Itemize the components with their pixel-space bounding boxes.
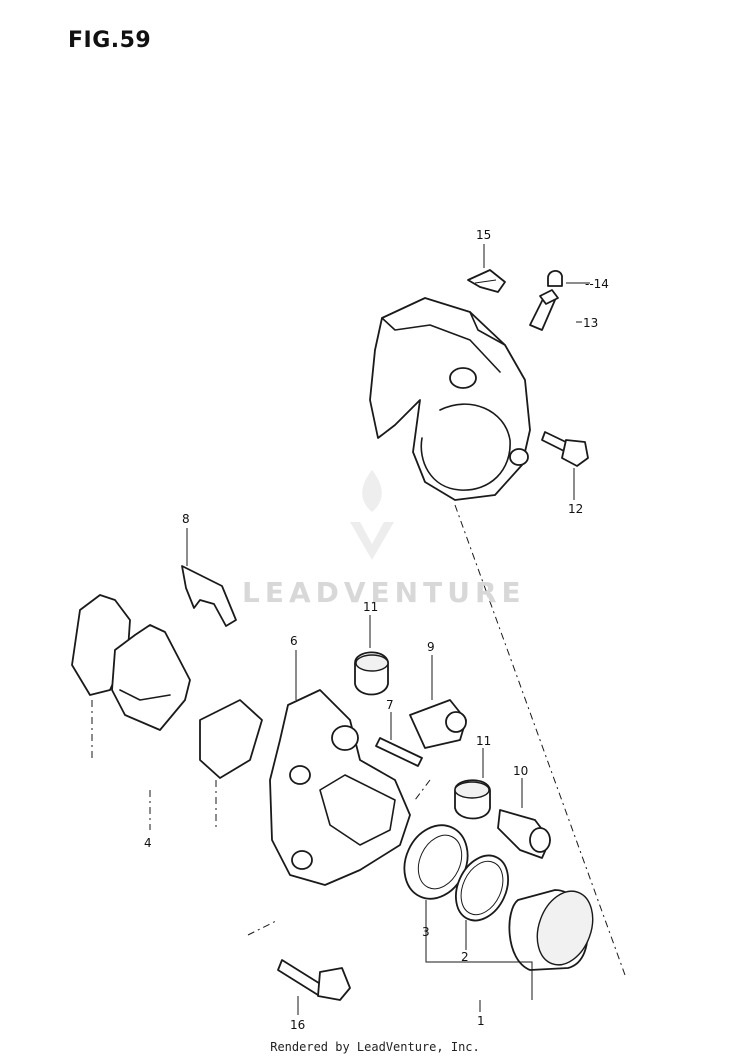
pad-shim <box>199 699 263 779</box>
callout-8: 8 <box>182 512 190 526</box>
footer-credit: Rendered by LeadVenture, Inc. <box>270 1040 480 1054</box>
pin-10 <box>497 809 551 859</box>
cap-14 <box>547 270 563 287</box>
figure-title: FIG.59 <box>68 28 152 53</box>
callout-3: 3 <box>422 925 430 939</box>
pad-spring-8 <box>181 565 237 627</box>
callout-9: 9 <box>427 640 435 654</box>
callout-2: 2 <box>461 950 469 964</box>
callout-11-upper: 11 <box>363 600 379 614</box>
callout-4: 4 <box>144 836 152 850</box>
bolt-16 <box>277 959 351 1001</box>
pin-9 <box>409 699 467 749</box>
bolt-12 <box>541 431 589 467</box>
boot-11-lower <box>454 779 491 820</box>
leader-lines <box>91 244 626 1015</box>
boot-11-upper <box>354 651 389 696</box>
bleeder-13 <box>529 289 559 331</box>
callout-14-number: 14 <box>593 277 609 291</box>
piston-1 <box>508 889 594 971</box>
bracket-6 <box>269 689 411 886</box>
pin-7 <box>375 737 423 767</box>
caliper-body <box>369 297 531 501</box>
callout-1: 1 <box>477 1014 485 1028</box>
callout-7: 7 <box>386 698 394 712</box>
brake-pads <box>71 594 191 731</box>
callout-10: 10 <box>513 764 529 778</box>
callout-13: 13 <box>583 316 599 330</box>
callout-16: 16 <box>290 1018 306 1032</box>
callout-14: --14 <box>585 277 609 291</box>
watermark-logo <box>350 470 394 560</box>
callout-12: 12 <box>568 502 584 516</box>
watermark-text: LEADVENTURE <box>242 576 526 609</box>
callout-6: 6 <box>290 634 298 648</box>
seal-2 <box>455 854 509 922</box>
clip-15 <box>467 269 506 293</box>
callout-11-lower: 11 <box>476 734 492 748</box>
callout-15: 15 <box>476 228 492 242</box>
